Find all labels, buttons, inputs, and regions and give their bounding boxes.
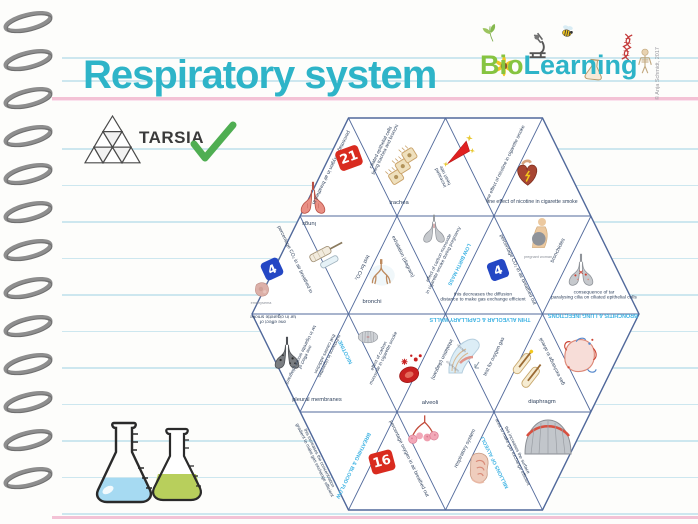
tarsia-label: TARSIA — [139, 128, 205, 147]
smoker-lungs-icon — [267, 332, 307, 372]
pink-lungs-icon — [293, 177, 333, 217]
puzzle-text: pleural membranes — [292, 396, 342, 403]
ruled-line — [62, 513, 698, 515]
brand-learning: Learning — [523, 50, 638, 80]
pink-margin-line — [52, 97, 698, 100]
puzzle-text: THIN ALVEOLAR & CAPILLARY WALLS — [429, 316, 531, 323]
puzzle-text: lungs — [302, 220, 316, 227]
brand-logo: BioLearning — [480, 50, 638, 81]
brand-bio: Bio — [480, 50, 524, 80]
puzzle-text: bronchi — [362, 298, 382, 305]
inhalation-diagram-icon — [441, 332, 491, 382]
pink-margin-line-shadow — [52, 100, 698, 101]
microscope-icon — [516, 26, 556, 66]
skeleton-icon — [628, 45, 663, 80]
ruled-line — [62, 57, 698, 59]
triangle-grid-icon — [84, 114, 142, 164]
puzzle-text: consequence of tar paralysing cilia on c… — [551, 290, 637, 301]
flasks-illustration — [95, 421, 202, 504]
puzzle-text: alveoli — [421, 399, 439, 406]
emphysema-icon — [248, 275, 276, 303]
leaf-icon — [474, 17, 508, 51]
green-check-icon — [190, 121, 237, 162]
puzzle-text: diaphragm — [528, 398, 556, 405]
larynx-icon — [460, 448, 500, 488]
heart-icon — [508, 155, 546, 193]
sunflower-icon — [489, 51, 519, 81]
spiral-binding-icon — [3, 10, 53, 490]
infected-lungs-icon — [561, 249, 601, 289]
puzzle-text: BRONCHITIS & LUNG INFECTIONS — [548, 312, 638, 319]
blue-flask-icon — [95, 421, 153, 504]
splint-tubes-icon — [505, 349, 550, 394]
puzzle-text: trachea — [389, 199, 409, 206]
puzzle-text: this decreases the diffusion distance to… — [440, 292, 526, 303]
puzzle-text: emphysema — [250, 300, 272, 305]
gas-syringe-icon — [298, 223, 355, 280]
puzzle-text: one effect of nicotine in cigarette smok… — [486, 199, 578, 206]
firework-icon — [435, 127, 484, 176]
red-blood-cell-icon — [390, 351, 428, 389]
diaphragm-dome-icon — [523, 412, 573, 462]
pregnant-woman-icon — [518, 214, 558, 254]
brain-icon — [352, 321, 385, 354]
dna-icon — [607, 27, 647, 67]
ciliated-cells-icon — [372, 134, 437, 199]
ruled-line — [62, 80, 698, 82]
puzzle-text: one effect of tar in cigarette smoke — [250, 313, 296, 324]
bronchial-tree-icon — [402, 408, 445, 451]
page-title: Respiratory system — [83, 52, 437, 97]
gray-lungs-icon — [417, 211, 452, 246]
puzzle-text: pregnant woman — [523, 254, 553, 259]
bee-icon — [551, 16, 584, 49]
green-flask-icon — [152, 427, 202, 502]
small-flask-icon — [576, 51, 612, 87]
pink-bottom-line — [52, 516, 698, 519]
alveolus-capillary-icon — [556, 332, 604, 380]
bronchi-diagram-icon — [362, 252, 402, 292]
